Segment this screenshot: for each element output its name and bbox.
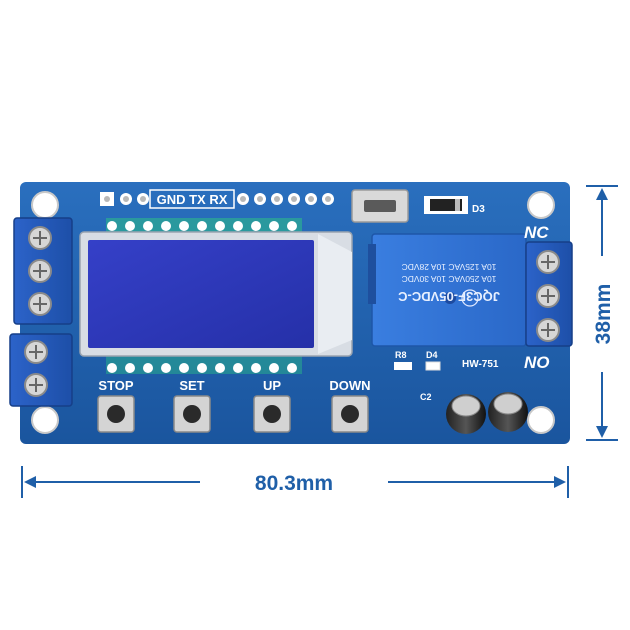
- cap-label: C2: [420, 392, 432, 402]
- lcd-pin-dots: [107, 221, 297, 373]
- width-dimension: [21, 466, 569, 498]
- height-dimension: [586, 185, 618, 441]
- relay-rating-1: 10A 250VAC 10A 30VDC: [402, 274, 497, 284]
- terminal-block-left-top: [13, 217, 73, 325]
- height-label: 38mm: [592, 284, 615, 345]
- button-down: [331, 395, 369, 433]
- relay: JQC3F-05VDC-C 10A 250VAC 10A 30VDC 10A 1…: [368, 233, 527, 347]
- lcd-display: [79, 231, 353, 357]
- d4-label: D4: [426, 350, 438, 360]
- nc-label: NC: [524, 223, 549, 242]
- r8-label: R8: [395, 350, 407, 360]
- stop-label: STOP: [98, 378, 133, 393]
- diode-label: D3: [472, 204, 485, 215]
- micro-usb-port: [351, 189, 409, 223]
- led-d4: [425, 361, 441, 371]
- capacitors: [446, 392, 528, 434]
- no-label: NO: [524, 353, 550, 372]
- terminal-block-right: [525, 241, 573, 347]
- button-up: [253, 395, 291, 433]
- relay-model-label: JQC3F-05VDC-C: [397, 289, 499, 304]
- set-label: SET: [179, 378, 204, 393]
- button-stop: [97, 395, 135, 433]
- diode-d3: [424, 196, 468, 214]
- resistor-r8: [394, 362, 412, 370]
- mounting-holes: [31, 191, 555, 434]
- down-label: DOWN: [329, 378, 370, 393]
- button-set: [173, 395, 211, 433]
- model-label: HW-751: [462, 359, 499, 370]
- uart-header-label: GND TX RX: [157, 192, 228, 207]
- header-pins: [100, 192, 334, 206]
- terminal-block-left-bottom: [9, 333, 73, 407]
- relay-rating-2: 10A 125VAC 10A 28VDC: [402, 262, 497, 272]
- up-label: UP: [263, 378, 281, 393]
- width-label: 80.3mm: [255, 472, 333, 495]
